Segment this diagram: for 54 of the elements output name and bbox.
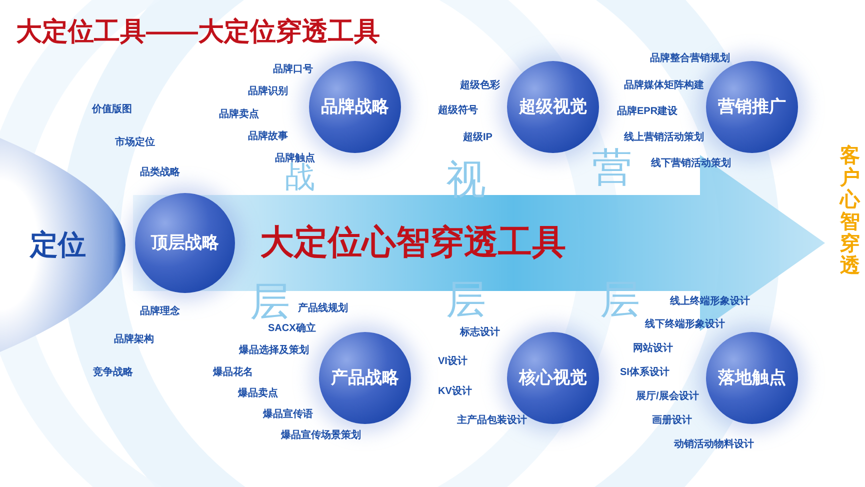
item-label: 品牌架构 <box>114 335 154 345</box>
item-label: 爆品卖点 <box>238 389 278 399</box>
item-label: 市场定位 <box>115 138 155 148</box>
item-label: 画册设计 <box>652 416 692 426</box>
item-label: 品牌媒体矩阵构建 <box>624 81 704 91</box>
item-label: 品牌触点 <box>275 154 315 164</box>
item-label: 品牌识别 <box>248 87 288 97</box>
node-title: 落地触点 <box>718 367 786 390</box>
node-title: 核心视觉 <box>519 367 587 390</box>
item-label: 品牌卖点 <box>219 110 259 120</box>
node-title: 定位 <box>30 228 86 262</box>
item-label: 品牌故事 <box>248 132 288 142</box>
item-label: 超级符号 <box>438 106 478 116</box>
item-label: 动销活动物料设计 <box>674 440 754 450</box>
item-label: 品牌EPR建设 <box>617 107 678 117</box>
node-title: 顶层战略 <box>151 232 219 254</box>
item-label: 价值版图 <box>92 105 132 115</box>
item-label: 爆品选择及策划 <box>239 346 309 356</box>
item-label: 网站设计 <box>633 344 673 354</box>
item-label: 标志设计 <box>460 328 500 338</box>
item-label: 展厅/展会设计 <box>636 392 699 402</box>
arrow-title: 大定位心智穿透工具 <box>260 222 566 264</box>
layer-watermark-text: 视 <box>446 160 486 200</box>
vertical-label: 客户心智穿透 <box>840 145 860 277</box>
item-label: 线下终端形象设计 <box>645 320 725 330</box>
item-label: VI设计 <box>438 357 468 367</box>
item-label: 超级色彩 <box>460 81 500 91</box>
layer-watermark-text: 营 <box>592 148 632 188</box>
item-label: 线上终端形象设计 <box>670 297 750 307</box>
item-label: 品牌整合营销规划 <box>650 54 730 64</box>
item-label: 超级IP <box>463 133 492 143</box>
item-label: 线下营销活动策划 <box>651 159 731 169</box>
item-label: SI体系设计 <box>620 368 670 378</box>
layer-watermark-text: 层 <box>600 280 640 320</box>
item-label: 产品线规划 <box>298 304 348 314</box>
item-label: 竞争战略 <box>93 368 133 378</box>
item-label: SACX确立 <box>268 324 316 334</box>
item-label: 爆品宣传语 <box>263 410 313 420</box>
node-title: 超级视觉 <box>519 96 587 118</box>
item-label: 品牌理念 <box>140 307 180 317</box>
item-label: KV设计 <box>438 387 472 397</box>
title: 大定位工具——大定位穿透工具 <box>16 15 380 48</box>
node-title: 营销推广 <box>718 96 786 118</box>
layer-watermark-text: 层 <box>250 282 290 322</box>
item-label: 品牌口号 <box>273 65 313 75</box>
node-title: 产品战略 <box>331 367 399 390</box>
item-label: 爆品花名 <box>213 368 253 378</box>
layer-watermark-text: 层 <box>446 280 486 320</box>
layer-watermark-text: 战 <box>285 163 315 193</box>
item-label: 爆品宣传场景策划 <box>281 431 361 441</box>
node-title: 品牌战略 <box>321 96 389 118</box>
item-label: 品类战略 <box>140 168 180 178</box>
item-label: 主产品包装设计 <box>457 416 527 426</box>
item-label: 线上营销活动策划 <box>624 133 704 143</box>
